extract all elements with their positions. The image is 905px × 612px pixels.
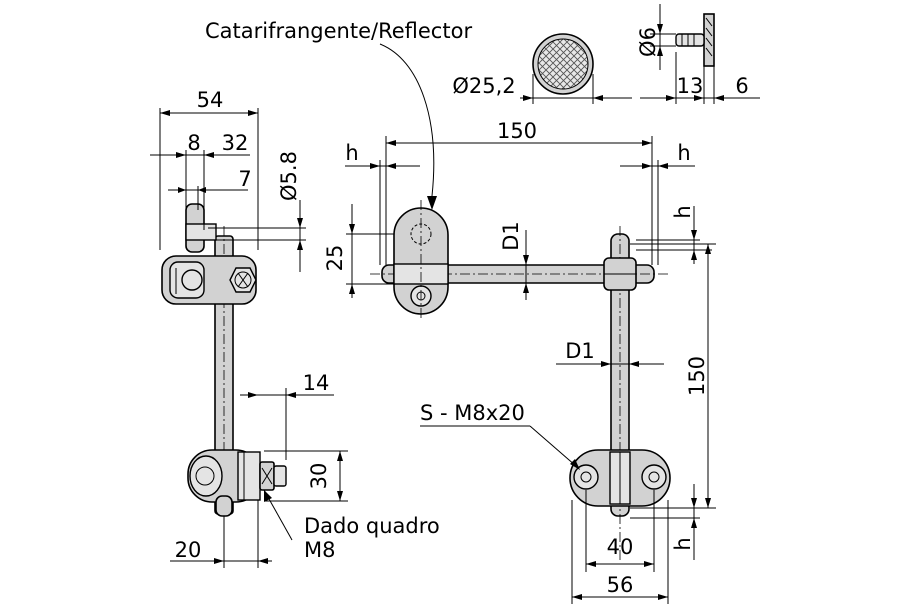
dim-8: 8 [187, 131, 200, 155]
reflector-detail: Catarifrangente/Reflector Ø25,2 Ø6 [205, 4, 760, 210]
dim-150-horizontal: 150 [497, 119, 537, 143]
reflector-stem [675, 33, 705, 47]
dim-d25-2: Ø25,2 [452, 74, 515, 98]
dim-54: 54 [197, 88, 224, 112]
label-square-nut-size: M8 [304, 538, 335, 562]
dim-d5-8: Ø5.8 [277, 151, 301, 201]
label-reflector: Catarifrangente/Reflector [205, 19, 472, 43]
dim-h-left: h [345, 141, 358, 165]
dim-150-vertical: 150 [685, 356, 709, 396]
dim-56: 56 [607, 573, 634, 597]
dim-14: 14 [303, 371, 330, 395]
dim-20: 20 [175, 538, 202, 562]
dim-13: 13 [677, 74, 704, 98]
label-screw: S - M8x20 [420, 401, 525, 425]
dim-30: 30 [307, 463, 331, 490]
dim-h-right: h [677, 141, 690, 165]
dim-25: 25 [323, 245, 347, 272]
dim-h-top-right: h [671, 205, 695, 218]
dim-40: 40 [607, 535, 634, 559]
dim-D1-top: D1 [499, 221, 523, 251]
label-square-nut: Dado quadro [304, 514, 440, 538]
dim-h-bottom: h [671, 537, 695, 550]
right-view: 150 h h 25 D1 h D1 [323, 119, 716, 604]
left-top-bolt-head [181, 269, 203, 291]
dim-6: 6 [735, 74, 748, 98]
dim-32: 32 [222, 131, 249, 155]
dim-d6: Ø6 [636, 27, 660, 57]
dim-7: 7 [238, 167, 251, 191]
dim-D1-mid: D1 [565, 339, 595, 363]
left-view: 54 8 32 7 Ø5.8 14 30 [150, 88, 440, 568]
